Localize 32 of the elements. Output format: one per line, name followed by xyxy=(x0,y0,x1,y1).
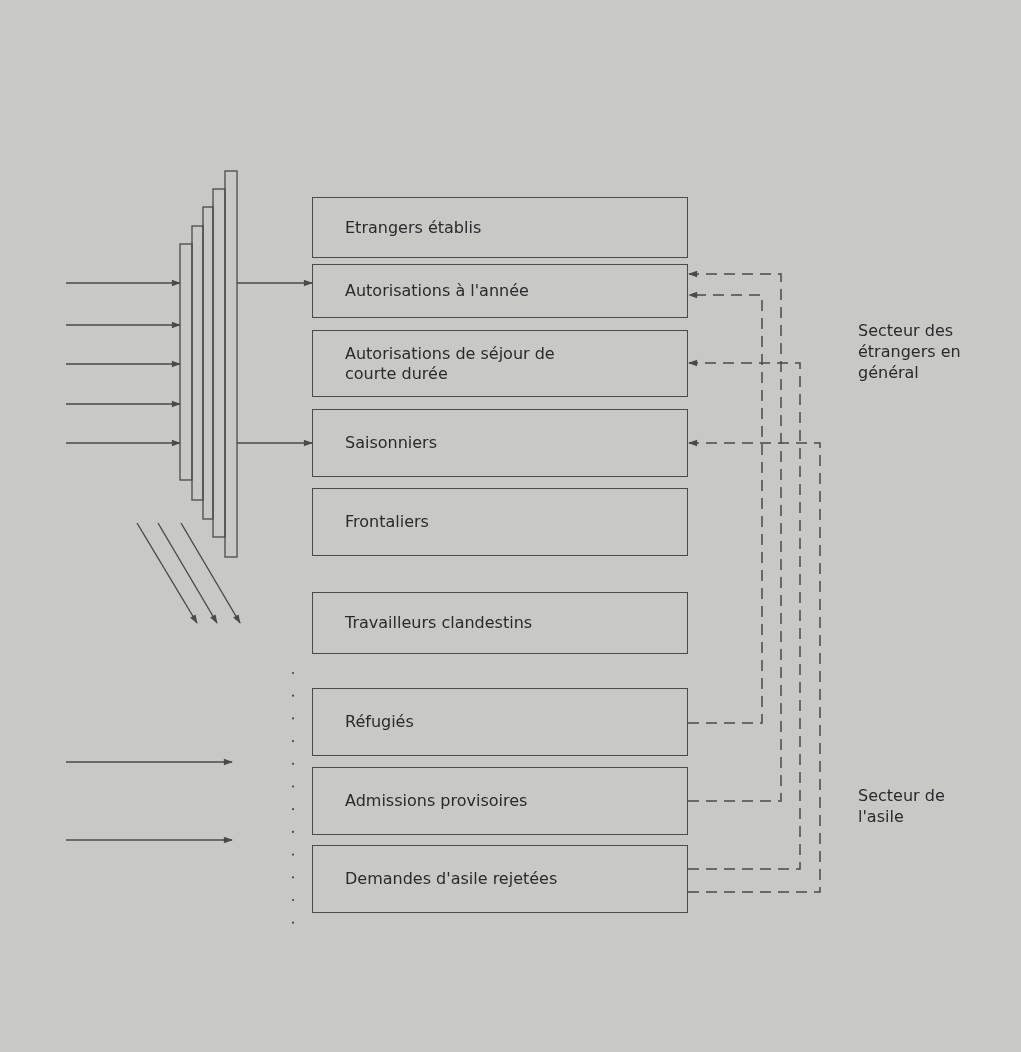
box-label: Saisonniers xyxy=(345,433,437,453)
box-label: Réfugiés xyxy=(345,712,414,732)
sector-label: Secteur des étrangers en général xyxy=(858,320,962,383)
dashed-arrow xyxy=(687,270,782,802)
box-label: Autorisations à l'année xyxy=(345,281,529,301)
dashed-arrow xyxy=(687,359,801,870)
category-box xyxy=(312,845,688,913)
box-label: Autorisations de séjour de courte durée xyxy=(345,343,556,384)
box-label: Travailleurs clandestins xyxy=(345,613,533,633)
category-box xyxy=(312,330,688,397)
arrow xyxy=(65,400,181,408)
category-box xyxy=(312,688,688,756)
arrow xyxy=(236,439,313,447)
category-box xyxy=(312,409,688,477)
dashed-arrow xyxy=(687,291,763,724)
arrow xyxy=(65,279,181,287)
box-label: Admissions provisoires xyxy=(345,791,528,811)
box-label: Etrangers établis xyxy=(345,217,482,238)
box-label: Frontaliers xyxy=(345,512,429,532)
arrow xyxy=(65,360,181,368)
category-box xyxy=(312,264,688,318)
stacked-bars-drawing xyxy=(179,170,238,558)
category-box xyxy=(312,197,688,258)
category-box xyxy=(312,592,688,654)
arrow xyxy=(236,279,313,287)
box-label: Demandes d'asile rejetées xyxy=(345,869,558,889)
arrow xyxy=(65,321,181,329)
category-box xyxy=(312,488,688,556)
sector-label: Secteur de l'asile xyxy=(858,785,946,827)
dashed-arrow xyxy=(687,439,821,893)
arrow xyxy=(65,439,181,447)
category-box xyxy=(312,767,688,835)
